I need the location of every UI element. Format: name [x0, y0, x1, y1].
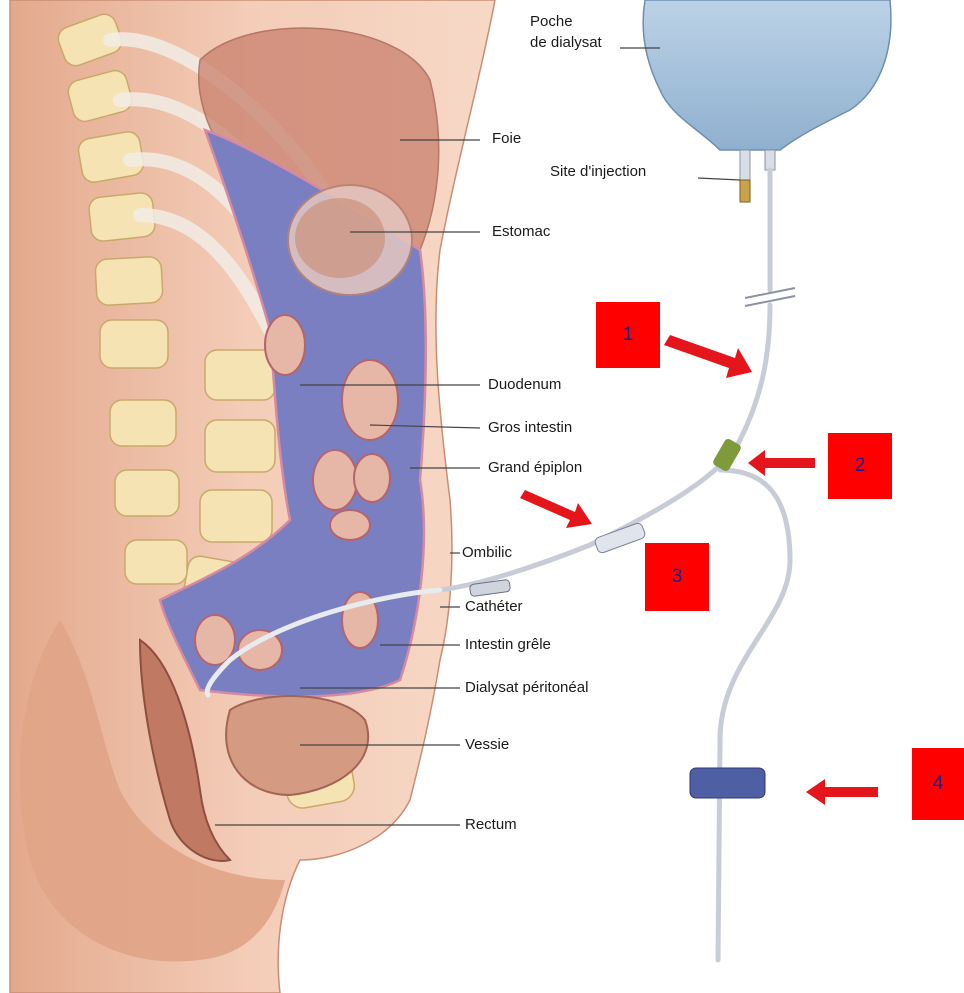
clamp — [690, 768, 765, 798]
label-catheter: Cathéter — [465, 598, 523, 616]
label-poche: Poche — [530, 13, 573, 31]
label-rectum: Rectum — [465, 816, 517, 834]
label-vessie: Vessie — [465, 736, 509, 754]
label-gros-intestin: Gros intestin — [488, 419, 572, 437]
label-site-injection: Site d'injection — [550, 163, 646, 181]
marker-4: 4 — [912, 748, 964, 820]
arrow-2 — [748, 450, 815, 476]
label-grand-epiplon: Grand épiplon — [488, 459, 582, 477]
marker-3: 3 — [645, 543, 709, 611]
arrow-3 — [520, 490, 592, 528]
arrow-1 — [664, 335, 752, 378]
label-duodenum: Duodenum — [488, 376, 561, 394]
label-ombilic: Ombilic — [462, 544, 512, 562]
dialysis-tube — [440, 170, 790, 960]
arrow-4 — [806, 779, 878, 805]
marker-2: 2 — [828, 433, 892, 499]
label-intestin-grele: Intestin grêle — [465, 636, 551, 654]
connector-3 — [594, 522, 646, 554]
label-de-dialysat: de dialysat — [530, 34, 602, 52]
dialysis-bag — [643, 0, 891, 150]
marker-1: 1 — [596, 302, 660, 368]
label-dialysat-peritoneal: Dialysat péritonéal — [465, 679, 588, 697]
label-estomac: Estomac — [492, 223, 550, 241]
label-foie: Foie — [492, 130, 521, 148]
